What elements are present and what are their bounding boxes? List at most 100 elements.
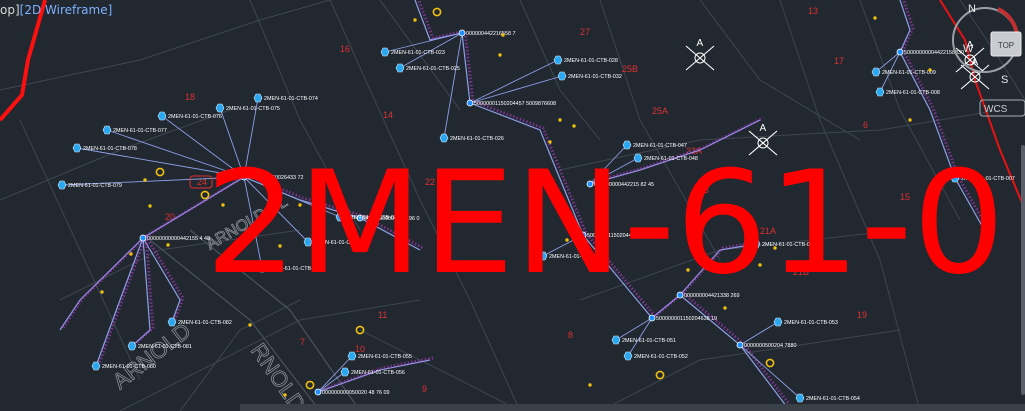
terminal-icon[interactable]: [303, 237, 313, 247]
pole-icon[interactable]: [765, 358, 775, 368]
pole-icon[interactable]: [653, 230, 657, 234]
pole-icon[interactable]: [686, 268, 690, 272]
splice-hub-icon[interactable]: [736, 341, 744, 349]
terminal-icon[interactable]: [622, 140, 632, 150]
splice-hub-icon[interactable]: [139, 234, 147, 242]
terminal-icon[interactable]: [72, 143, 82, 153]
pole-icon[interactable]: [166, 243, 170, 247]
pole-icon[interactable]: [148, 204, 152, 208]
drop-cable[interactable]: [243, 176, 309, 243]
terminal-icon[interactable]: [335, 212, 345, 222]
fiber-route[interactable]: [317, 359, 431, 393]
fiber-route[interactable]: [589, 119, 761, 185]
splice-hub-icon[interactable]: [579, 231, 587, 239]
fiber-route[interactable]: [899, 0, 991, 241]
drop-cable[interactable]: [875, 51, 901, 73]
pole-icon[interactable]: [723, 306, 727, 310]
drop-cable[interactable]: [542, 234, 584, 257]
splice-hub-icon[interactable]: [676, 291, 684, 299]
compass-south[interactable]: S: [1001, 74, 1008, 86]
pole-icon[interactable]: [305, 380, 315, 390]
drop-cable[interactable]: [243, 176, 341, 218]
drop-cable[interactable]: [879, 51, 901, 93]
pole-icon[interactable]: [588, 383, 592, 387]
terminal-icon[interactable]: [215, 103, 225, 113]
terminal-icon[interactable]: [91, 361, 101, 371]
drop-cable[interactable]: [443, 32, 463, 139]
drop-cable[interactable]: [317, 371, 346, 393]
viewcube[interactable]: TOP N W S WCS: [952, 3, 1025, 117]
vertical-scrollbar[interactable]: [1021, 145, 1025, 395]
layout-tab-strip[interactable]: [240, 404, 1025, 411]
terminal-icon[interactable]: [439, 133, 449, 143]
pole-icon[interactable]: [758, 263, 762, 267]
splice-hub-icon[interactable]: [240, 173, 248, 181]
pole-icon[interactable]: [498, 53, 502, 57]
pole-icon[interactable]: [432, 7, 442, 17]
terminal-icon[interactable]: [538, 251, 548, 261]
drop-cable[interactable]: [739, 321, 779, 346]
splice-hub-icon[interactable]: [896, 48, 904, 56]
drop-cable[interactable]: [469, 59, 559, 104]
splice-hub-icon[interactable]: [356, 214, 364, 222]
terminal-icon[interactable]: [347, 351, 357, 361]
section-marker-icon[interactable]: [748, 130, 778, 156]
pole-icon[interactable]: [155, 167, 165, 177]
terminal-icon[interactable]: [253, 93, 263, 103]
pole-icon[interactable]: [565, 238, 569, 242]
pole-icon[interactable]: [283, 393, 287, 397]
viewport-label[interactable]: op][2D Wireframe]: [0, 3, 112, 17]
drop-cable[interactable]: [589, 144, 628, 185]
terminal-icon[interactable]: [127, 341, 137, 351]
visual-style-control[interactable]: [2D Wireframe]: [19, 3, 113, 17]
terminal-icon[interactable]: [611, 335, 621, 345]
drop-cable[interactable]: [627, 317, 653, 357]
drop-cable[interactable]: [76, 147, 245, 178]
terminal-icon[interactable]: [773, 317, 783, 327]
compass-north[interactable]: N: [968, 3, 976, 15]
terminal-icon[interactable]: [102, 125, 112, 135]
terminal-icon[interactable]: [795, 393, 805, 403]
pole-icon[interactable]: [548, 140, 552, 144]
pole-icon[interactable]: [928, 68, 932, 72]
drop-cable[interactable]: [219, 107, 245, 178]
terminal-icon[interactable]: [395, 63, 405, 73]
pole-icon[interactable]: [221, 203, 225, 207]
fiber-route[interactable]: [142, 237, 181, 323]
pole-icon[interactable]: [200, 190, 210, 200]
terminal-icon[interactable]: [380, 47, 390, 57]
terminal-icon[interactable]: [553, 55, 563, 65]
terminal-icon[interactable]: [57, 180, 67, 190]
splice-hub-icon[interactable]: [648, 314, 656, 322]
pole-icon[interactable]: [908, 118, 912, 122]
section-marker-icon[interactable]: [955, 47, 985, 73]
pole-icon[interactable]: [560, 205, 570, 215]
terminal-icon[interactable]: [167, 317, 177, 327]
drop-cable[interactable]: [243, 97, 259, 178]
terminal-icon[interactable]: [950, 173, 960, 183]
pole-icon[interactable]: [773, 246, 777, 250]
drop-cable[interactable]: [384, 32, 463, 53]
pole-icon[interactable]: [143, 178, 147, 182]
splice-hub-icon[interactable]: [314, 388, 322, 396]
terminal-icon[interactable]: [340, 367, 350, 377]
drop-cable[interactable]: [615, 317, 653, 341]
drop-cable[interactable]: [161, 115, 245, 178]
pole-icon[interactable]: [318, 246, 322, 250]
drop-cable[interactable]: [739, 344, 801, 399]
pole-icon[interactable]: [100, 290, 104, 294]
section-marker-icon[interactable]: [685, 45, 715, 71]
pole-icon[interactable]: [649, 228, 653, 232]
terminal-icon[interactable]: [157, 111, 167, 121]
drop-cable[interactable]: [243, 176, 263, 269]
view-control[interactable]: op]: [0, 3, 20, 17]
drop-cable[interactable]: [399, 32, 463, 69]
splice-hub-icon[interactable]: [458, 29, 466, 37]
splice-hub-icon[interactable]: [586, 180, 594, 188]
pole-icon[interactable]: [129, 252, 133, 256]
viewcube-face-top[interactable]: [990, 31, 1022, 57]
terminal-icon[interactable]: [875, 87, 885, 97]
section-marker-icon[interactable]: [960, 64, 990, 90]
fiber-route[interactable]: [95, 237, 144, 367]
